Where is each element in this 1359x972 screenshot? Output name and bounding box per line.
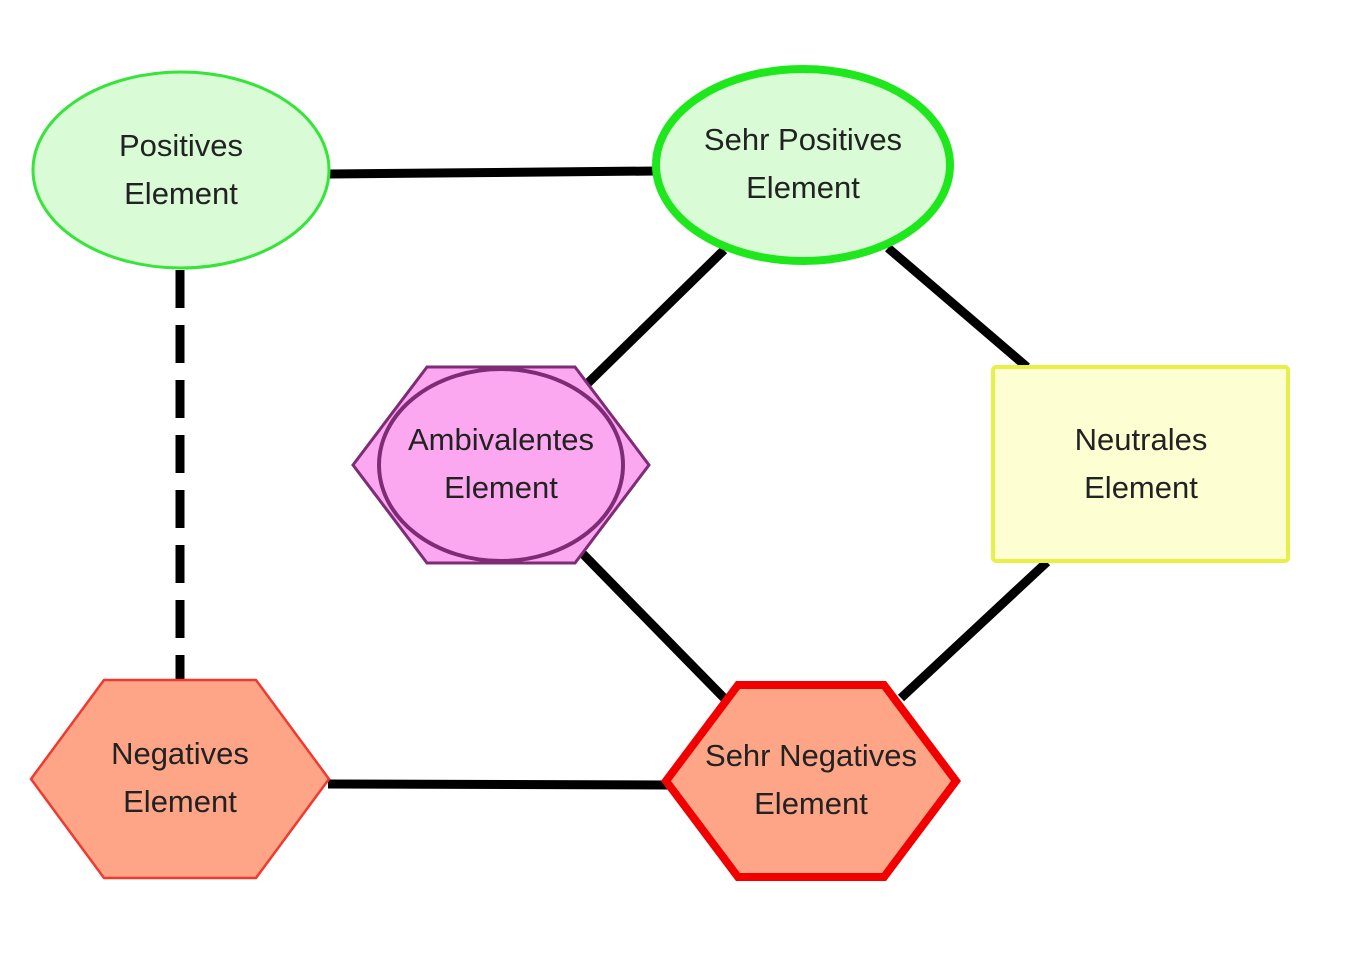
node-very-negative[interactable]: Sehr Negatives Element [661,681,961,881]
node-positive-shape [31,70,331,270]
edge-very-positive-to-ambivalent [584,246,728,387]
edges [175,166,1051,790]
node-very-negative-label-line2: Element [754,786,868,821]
node-negative-hexagon [29,678,331,880]
node-negative[interactable]: Negatives Element [29,678,331,880]
node-ambivalent-label-line2: Element [444,470,558,505]
node-very-negative-label-line1: Sehr Negatives [705,738,917,773]
node-neutral-label-line2: Element [1084,470,1198,505]
edge-positive-to-very-positive [329,166,657,179]
node-very-positive[interactable]: Sehr Positives Element [652,65,954,265]
edge-ambivalent-to-very-negative [578,549,728,702]
node-negative-label-line2: Element [123,784,237,819]
node-neutral-shape [991,365,1290,563]
node-ambivalent-ellipse [377,367,625,563]
node-ambivalent-label-line1: Ambivalentes [408,422,594,457]
node-positive-label-line2: Element [124,176,238,211]
node-very-positive-shape [652,65,954,265]
edge-neutral-to-very-negative [897,558,1051,702]
node-neutral[interactable]: Neutrales Element [991,365,1290,563]
node-very-positive-label-line2: Element [746,170,860,205]
node-ambivalent[interactable]: Ambivalentes Element [351,365,651,565]
node-positive[interactable]: Positives Element [31,70,331,270]
node-negative-label-line1: Negatives [111,736,249,771]
node-very-negative-hexagon [661,681,961,881]
edge-negative-to-very-negative [327,779,669,790]
node-neutral-label-line1: Neutrales [1075,422,1208,457]
node-positive-label-line1: Positives [119,128,243,163]
edge-very-positive-to-neutral [885,244,1030,371]
node-very-positive-label-line1: Sehr Positives [704,122,902,157]
